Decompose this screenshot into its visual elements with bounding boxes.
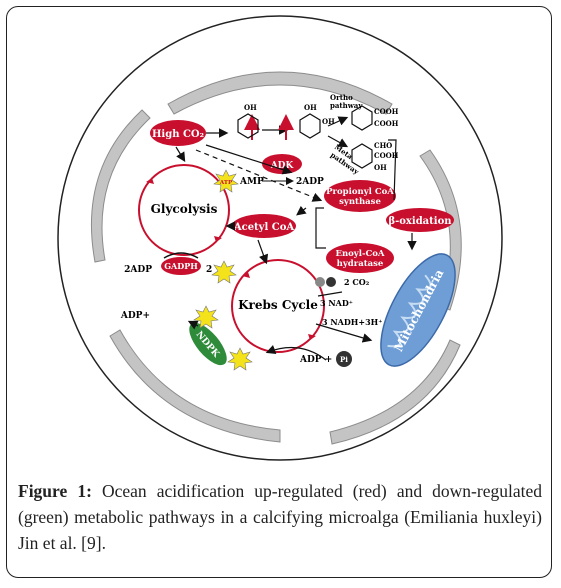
acetyl-coa-node — [232, 214, 296, 238]
ndpk-node — [189, 322, 227, 366]
phenol-structures — [237, 105, 373, 169]
atp-star-icons — [193, 169, 253, 371]
atp-star-icon — [193, 305, 219, 329]
membrane-arc-bottom-right — [329, 339, 461, 445]
dashed-arrow — [195, 149, 323, 202]
arrow — [205, 144, 293, 175]
adp-pi-label: ADP + — [299, 355, 332, 365]
chloroplast-membranes — [90, 71, 462, 445]
figure-caption: Figure 1: Ocean acidification up-regulat… — [18, 478, 542, 556]
caption-figure-label: Figure 1: — [18, 481, 92, 501]
gadph-node — [161, 257, 201, 275]
atp-star-icon — [211, 260, 237, 284]
atp-label: ATP — [219, 180, 232, 186]
cooh-label: COOH — [374, 119, 399, 128]
oh-label: OH — [304, 103, 317, 112]
arrow — [187, 320, 199, 330]
membrane-arc-bottom-left — [109, 329, 281, 443]
two-label: 2 — [206, 265, 212, 275]
high-co2-node — [150, 120, 206, 146]
gadph-label: GADPH — [164, 261, 198, 271]
oh-label: OH — [322, 117, 335, 126]
krebs-label: Krebs Cycle — [238, 298, 318, 312]
nad-label: 3 NAD⁺ — [320, 298, 353, 308]
co2-bubble — [326, 277, 336, 287]
glycolysis-arrowhead — [214, 236, 222, 242]
bracket — [315, 207, 326, 249]
arrow — [327, 116, 349, 127]
oh-label: OH — [374, 163, 387, 172]
cooh-label: COOH — [374, 151, 399, 160]
up-regulation-arrows — [244, 114, 294, 140]
enoyl-coa-hydratase-node — [326, 243, 394, 273]
atp-star-icon — [213, 169, 239, 193]
amp-label: AMP — [239, 177, 264, 187]
pi-bubble — [336, 351, 352, 367]
caption-text: Ocean acidification up-regulated (red) a… — [18, 481, 542, 553]
glycolysis-cycle — [138, 164, 230, 256]
mitochondria: Mitochondria — [380, 253, 456, 367]
propionyl-label: Propionyl CoA — [326, 187, 394, 197]
two-adp-top-label: 2ADP — [296, 177, 324, 187]
arrow — [317, 291, 343, 297]
cho-label: CHO — [374, 141, 392, 150]
enoyl-label: Enoyl-CoA — [335, 249, 384, 259]
catechol-ring — [299, 113, 321, 139]
synthase-label: synthase — [339, 197, 381, 207]
glycolysis-arrowhead — [146, 178, 154, 184]
oh-label: OH — [244, 103, 257, 112]
semialdehyde-ring — [351, 143, 373, 169]
ortho-pathway-label: pathway — [330, 101, 363, 110]
arrow — [327, 135, 349, 148]
phenol-ring — [237, 113, 259, 139]
arrow — [257, 239, 269, 265]
membrane-arc-top — [167, 71, 393, 115]
arrow — [296, 205, 307, 216]
bracket — [388, 139, 397, 201]
propionyl-coa-synthase-node — [324, 180, 396, 212]
pi-label: Pi — [340, 355, 348, 364]
beta-oxidation-node — [386, 208, 454, 232]
krebs-cycle — [231, 259, 325, 353]
glycolysis-label: Glycolysis — [151, 202, 218, 216]
arrow — [315, 323, 373, 343]
co2-bubble — [315, 277, 325, 287]
two-adp-left-label: 2ADP — [124, 265, 152, 275]
atp-star-icon — [227, 347, 253, 371]
high-co2-label: High CO₂ — [152, 129, 204, 140]
arrow — [265, 344, 327, 361]
nadh-label: 3 NADH+3H⁺ — [322, 317, 382, 327]
krebs-arrowhead — [242, 272, 250, 278]
ortho-label: Ortho — [330, 93, 353, 102]
arrow — [175, 146, 186, 163]
beta-oxidation-label: β-oxidation — [388, 216, 452, 227]
cooh-label: COOH — [374, 107, 399, 116]
krebs-arrowhead — [308, 334, 316, 340]
membrane-arc-left — [90, 109, 151, 263]
acetyl-coa-label: Acetyl CoA — [233, 222, 295, 233]
cell-membrane-outline — [57, 15, 503, 461]
figure-frame — [6, 6, 552, 578]
pathway-arrows — [175, 116, 417, 361]
muconic-ring — [351, 105, 373, 131]
gadph-arc — [163, 252, 199, 259]
hydratase-label: hydratase — [337, 259, 384, 269]
adp-plus-label: ADP+ — [120, 311, 150, 321]
co2-label: 2 CO₂ — [344, 277, 370, 287]
